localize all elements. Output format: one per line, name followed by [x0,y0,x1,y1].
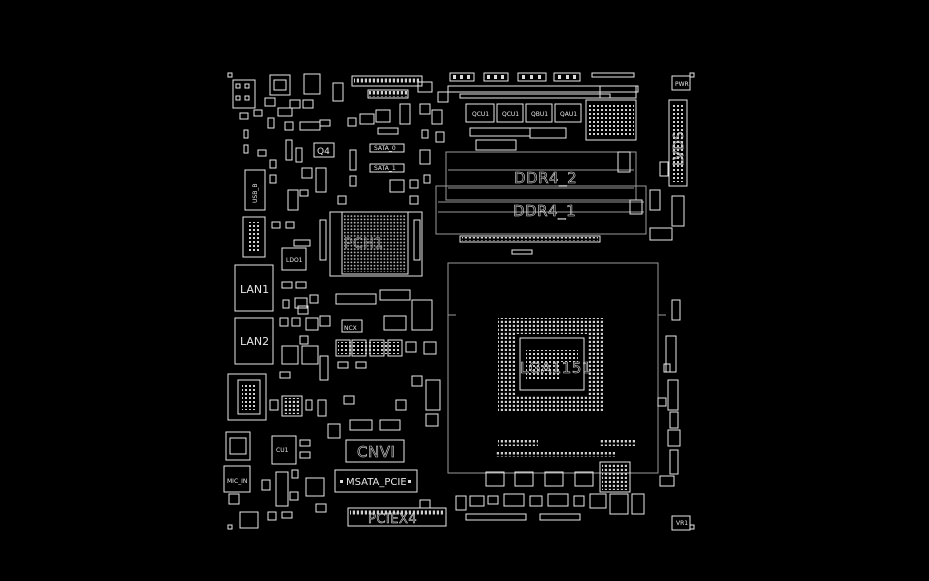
vrm-label: VR1 [676,520,688,527]
sata-0-connector [369,143,405,153]
sata-0-label: SATA_0 [374,145,396,152]
socket-bottom-caps [485,471,594,487]
ddr4-2-slot: DDR4_2 [445,151,637,201]
pciex4-slot: PCIEX4 [347,507,447,527]
cpu-socket-label: LGA1151 [520,359,592,377]
board-corner-markers [227,72,695,530]
qcu-c-label: QBU1 [531,111,548,118]
ddr4-1-label: DDR4_1 [513,202,576,221]
cpu-socket: LGA1151 [447,262,666,474]
qcu-a-label: QCU1 [472,111,489,118]
sata-1-label: SATA_1 [374,165,396,172]
pch-chip: PCH1 [319,211,423,277]
cu1-chip [271,435,297,465]
usb-label: USB_B [252,184,259,203]
qcu-d-label: QAU1 [560,111,577,118]
ddr4-2-label: DDR4_2 [514,169,577,188]
ddr-passives-row [462,237,598,241]
ldo1-label: LDO1 [286,257,303,264]
ncx-label: NCX [344,325,357,332]
lower-middle-parts [297,289,441,439]
vga-connector [227,373,267,421]
msata-pcie-label: MSATA_PCIE [346,477,407,488]
pciex4-label: PCIEX4 [368,512,417,527]
sata-1-connector [369,163,405,173]
q4-label: Q4 [317,147,330,157]
left-io-connectors: USB_B LAN1 LAN2 MIC_IN [223,169,274,529]
upper-middle-parts [313,103,445,205]
mic-in-jack [223,465,251,493]
qcu-b-label: QCU1 [502,111,519,118]
ddr4-1-slot: DDR4_1 [435,185,647,235]
lan1-label: LAN1 [240,283,269,296]
cnvi-label: CNVI [357,443,395,461]
ddr-passives [459,235,601,243]
right-edge-parts [657,299,691,531]
cu1-label: CU1 [276,447,289,454]
lan2-connector [234,317,274,365]
lvds-connector: LVDS [649,99,688,241]
lvds-label: LVDS [672,131,687,166]
q4-mosfet [313,142,335,158]
pwr-label: PWR [675,81,689,88]
left-passives [239,107,329,521]
cnvi-slot: CNVI [345,439,405,463]
bottom-edge-parts [419,461,645,521]
vrm-mosfets: QCU1 QCU1 QBU1 QAU1 [465,85,637,151]
lan2-label: LAN2 [240,335,269,348]
mic-in-label: MIC_IN [227,478,247,485]
pch-label: PCH1 [344,236,384,252]
resistor-array [338,342,400,354]
lan1-connector [234,264,274,312]
ddr-term-resistor [511,249,533,255]
msata-pcie-slot: MSATA_PCIE [334,469,418,493]
top-edge-components: PWR [232,72,691,109]
io-chip-pins [284,398,300,414]
ldo1-chip [281,247,307,271]
super-io-chip [602,464,628,490]
